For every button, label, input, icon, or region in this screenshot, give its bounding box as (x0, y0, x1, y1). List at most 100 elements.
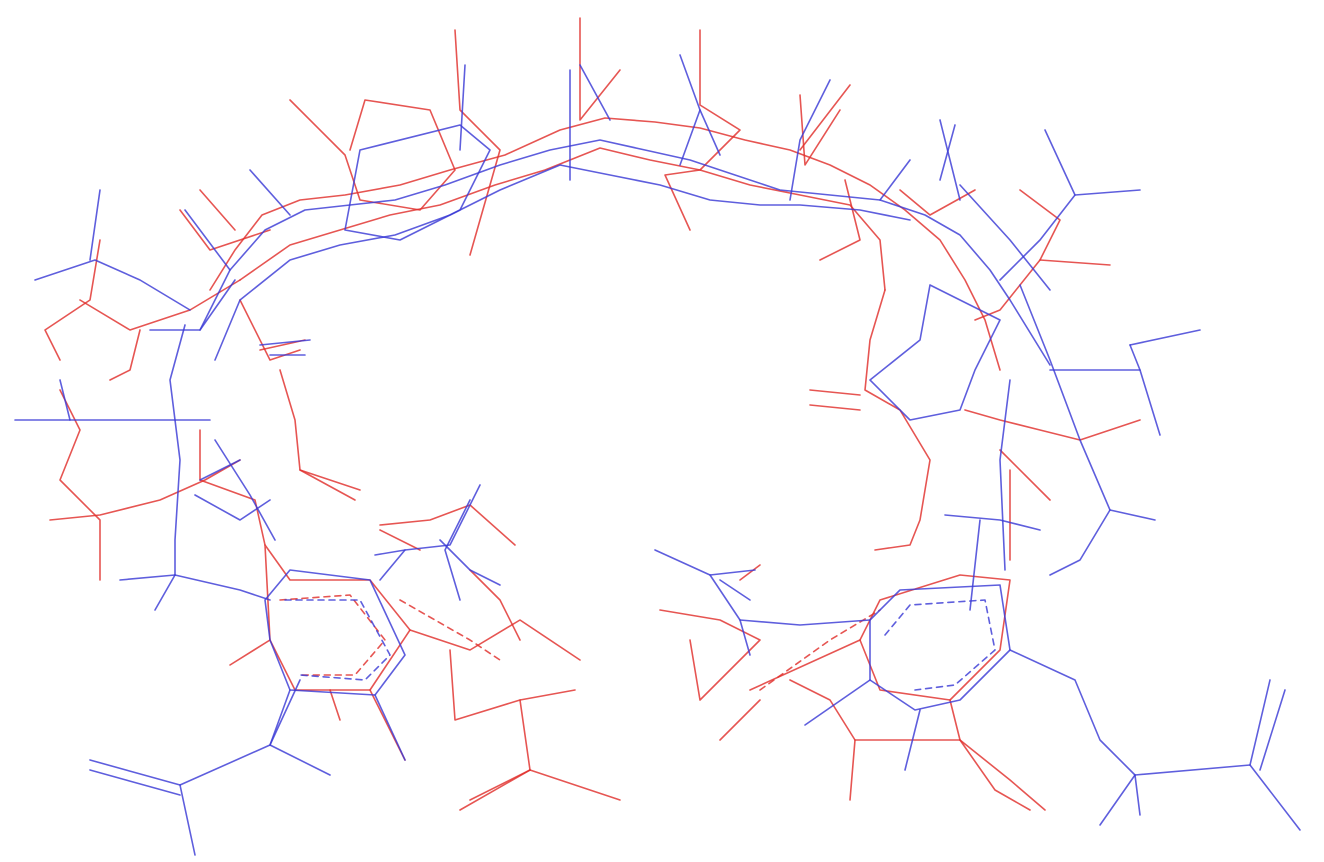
red-aromatic-dash-left (279, 594, 386, 676)
red-bond-15 (809, 404, 861, 411)
blue-bond-14 (1044, 129, 1141, 196)
blue-bond-56 (269, 679, 301, 746)
blue-bond-7 (679, 54, 701, 166)
red-bond-24 (959, 739, 1031, 811)
red-bond-21 (739, 564, 761, 581)
red-bond-33 (239, 299, 301, 361)
red-bond-39 (299, 469, 356, 501)
blue-bond-57 (374, 694, 406, 761)
red-bond-51 (519, 689, 576, 701)
blue-aromatic-dash-right (884, 599, 996, 691)
red-bond-11 (864, 289, 931, 551)
red-bond-16 (964, 409, 1141, 441)
red-bond-22 (749, 639, 861, 691)
blue-bond-20 (1109, 509, 1156, 521)
red-bond-50 (529, 769, 621, 801)
red-bond-32 (199, 189, 236, 231)
red-bond-1 (209, 117, 1001, 371)
red-bond-19 (859, 574, 1011, 701)
red-bond-26 (949, 699, 961, 741)
blue-bond-43 (259, 339, 311, 346)
red-bond-38 (279, 369, 361, 491)
red-bond-36 (49, 459, 241, 521)
red-bond-49 (469, 769, 531, 801)
blue-bond-53 (89, 689, 291, 786)
blue-bond-11 (939, 119, 961, 201)
blue-bond-15 (999, 194, 1076, 281)
blue-bond-12 (939, 124, 956, 181)
red-bond-25 (849, 739, 856, 801)
red-bond-4 (454, 29, 501, 256)
blue-bond-27 (1099, 774, 1136, 826)
blue-bond-35 (739, 619, 751, 656)
blue-bond-30 (1259, 689, 1286, 771)
blue-bond-40 (184, 209, 231, 271)
red-bond-2 (239, 147, 886, 291)
blue-bond-38 (89, 189, 101, 261)
blue-structure-wireframe (14, 54, 1301, 856)
red-bond-3 (289, 99, 456, 211)
red-structure-wireframe (44, 17, 1141, 811)
blue-bond-19 (1129, 344, 1141, 371)
blue-bond-17 (1129, 329, 1201, 346)
blue-bond-4 (459, 64, 466, 151)
red-bond-6 (664, 29, 741, 231)
blue-bond-1 (199, 139, 1051, 366)
red-bond-29 (79, 279, 241, 331)
blue-bond-48 (154, 574, 176, 611)
blue-bond-54 (179, 784, 196, 856)
red-bond-5 (579, 17, 621, 121)
blue-bond-61 (379, 549, 406, 581)
blue-bond-2 (214, 164, 911, 361)
red-bond-23 (789, 679, 1046, 811)
blue-bond-52 (264, 569, 406, 696)
blue-bond-47 (119, 574, 271, 601)
blue-bond-26 (1009, 649, 1301, 831)
red-bond-28 (44, 239, 101, 361)
blue-bond-41 (249, 169, 291, 216)
red-bond-47 (449, 649, 531, 771)
blue-bond-62 (444, 499, 471, 601)
red-bond-31 (179, 209, 271, 251)
red-aromatic-dash-right (759, 609, 881, 691)
blue-bond-8 (699, 109, 721, 156)
blue-bond-34 (709, 574, 871, 626)
red-bond-14 (809, 389, 861, 396)
blue-bond-22 (869, 284, 1001, 421)
red-bond-20 (659, 609, 761, 701)
red-bond-13 (1039, 259, 1111, 266)
red-bond-9 (819, 179, 861, 261)
blue-bond-36 (719, 579, 751, 601)
blue-bond-9 (789, 79, 831, 201)
blue-bond-6 (579, 64, 611, 121)
red-bond-46 (409, 619, 581, 661)
blue-bond-28 (1134, 774, 1141, 816)
blue-bond-51 (194, 494, 271, 521)
red-bond-27 (719, 699, 761, 741)
blue-bond-16 (1019, 284, 1111, 576)
red-bond-12 (974, 189, 1061, 321)
blue-bond-55 (269, 744, 331, 776)
red-bond-30 (109, 329, 141, 381)
red-bond-17 (999, 449, 1051, 501)
blue-bond-24 (969, 519, 981, 611)
red-bond-41 (229, 639, 271, 666)
blue-bond-39 (149, 279, 236, 331)
blue-bond-33 (654, 549, 756, 576)
blue-bond-3 (344, 124, 491, 241)
red-bond-8 (799, 84, 851, 151)
red-bond-52 (469, 569, 521, 641)
blue-bond-13 (959, 184, 1051, 291)
red-bond-35 (59, 389, 101, 581)
blue-bond-37 (34, 259, 191, 311)
blue-bond-23 (999, 379, 1011, 571)
blue-bond-58 (89, 769, 181, 796)
red-bond-7 (799, 94, 841, 166)
red-bond-44 (379, 504, 516, 546)
blue-bond-50 (214, 439, 276, 541)
blue-bond-32 (804, 679, 871, 726)
red-aromatic-dash-mid (399, 599, 501, 661)
blue-bond-59 (374, 484, 481, 556)
red-bond-37 (199, 429, 266, 546)
